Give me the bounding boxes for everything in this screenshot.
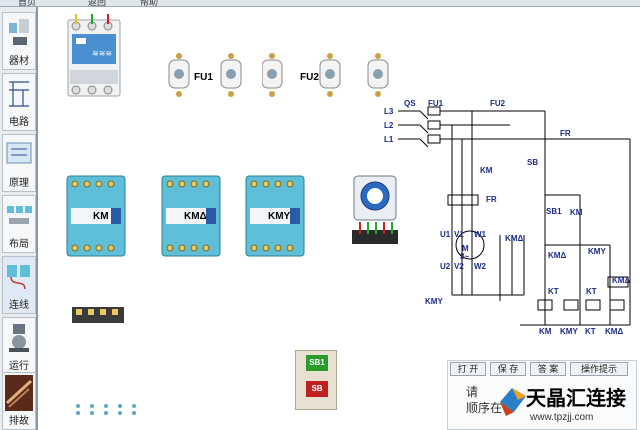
- watermark-title: 天晶汇连接: [526, 388, 626, 410]
- sidebar-item-equipment[interactable]: 器材: [2, 12, 36, 70]
- contactor-kmy[interactable]: KMY: [244, 172, 306, 260]
- principle-icon: [6, 142, 32, 164]
- menu-back[interactable]: 返回: [88, 0, 107, 7]
- push-button-panel: SB1 SB: [295, 350, 337, 410]
- contactor-km-body: [66, 175, 126, 257]
- schematic-coil-km-delta: KMΔ: [605, 327, 624, 336]
- watermark: 天晶汇连接 www.tpzjj.com: [488, 380, 638, 430]
- schematic-label-u2: U2: [440, 262, 451, 271]
- schematic-label-kt2: KT: [586, 287, 597, 296]
- schematic-label-sb1: SB1: [546, 207, 562, 216]
- schematic-label-km-delta-power: KMΔ: [505, 234, 524, 243]
- sidebar-item-troubleshoot[interactable]: 排故: [2, 372, 36, 430]
- schematic-label-kt1: KT: [548, 287, 559, 296]
- sidebar-item-wiring[interactable]: 连线: [2, 256, 36, 314]
- save-button[interactable]: 保 存: [490, 362, 526, 376]
- fuse-label-fu2: FU2: [300, 72, 319, 83]
- watermark-url: www.tpzjj.com: [530, 412, 594, 423]
- hint-text-line2: 顺序在: [466, 401, 503, 415]
- schematic-label-u1: U1: [440, 230, 451, 239]
- schematic-label-motor-m: M: [462, 244, 469, 253]
- sidebar-item-label: 排故: [9, 416, 29, 427]
- circuit-breaker[interactable]: ≋≋≋: [62, 14, 126, 100]
- schematic-label-km-delta-right: KMΔ: [612, 276, 631, 285]
- schematic-label-kmy-power: KMY: [425, 297, 443, 306]
- contactor-km-delta-body: [161, 175, 221, 257]
- fuse-group-fu2[interactable]: [262, 52, 392, 100]
- sidebar: 器材 电路 原理 布局 连线 运行 排故: [0, 7, 38, 430]
- sidebar-item-run[interactable]: 运行: [2, 317, 36, 375]
- circuit-schematic: [398, 106, 631, 326]
- sidebar-item-principle[interactable]: 原理: [2, 134, 36, 192]
- schematic-label-fu2: FU2: [490, 99, 506, 108]
- schematic-label-km-main: KM: [480, 166, 493, 175]
- contactor-kmy-body: [245, 175, 305, 257]
- time-relay[interactable]: [348, 172, 402, 250]
- schematic-label-kmy-ctrl: KMY: [588, 247, 606, 256]
- sidebar-item-layout[interactable]: 布局: [2, 195, 36, 253]
- sidebar-item-label: 布局: [9, 239, 29, 250]
- troubleshoot-icon: [5, 375, 33, 411]
- contactor-label: KMΔ: [184, 211, 207, 222]
- schematic-label-fr-power: FR: [486, 195, 497, 204]
- menu-bar: 首页 返回 帮助: [0, 0, 640, 7]
- sidebar-item-label: 电路: [9, 117, 29, 128]
- sidebar-item-label: 原理: [9, 178, 29, 189]
- schematic-coil-kmy: KMY: [560, 327, 578, 336]
- contactor-label: KMY: [268, 211, 291, 222]
- wiring-icon: [7, 265, 30, 290]
- run-icon: [9, 324, 29, 352]
- answer-button[interactable]: 答 案: [530, 362, 566, 376]
- layout-icon: [7, 206, 32, 224]
- svg-text:≋≋≋: ≋≋≋: [92, 49, 112, 58]
- fuse-label-fu1: FU1: [194, 72, 213, 83]
- schematic-label-fu1: FU1: [428, 99, 444, 108]
- schematic-label-l1: L1: [384, 135, 394, 144]
- schematic-label-sb: SB: [527, 158, 539, 167]
- sidebar-item-circuit[interactable]: 电路: [2, 73, 36, 131]
- equipment-icon: [9, 19, 29, 45]
- watermark-logo-icon: [500, 388, 526, 416]
- fuse-group-fu1[interactable]: [165, 52, 245, 100]
- thermal-relay[interactable]: [70, 303, 126, 327]
- operation-tips-button[interactable]: 操作提示: [570, 362, 628, 376]
- schematic-label-km-delta-ctrl: KMΔ: [548, 251, 567, 260]
- schematic-label-l2: L2: [384, 121, 394, 130]
- stop-button-sb[interactable]: SB: [306, 381, 328, 397]
- hint-text-line1: 请: [466, 385, 479, 399]
- open-button[interactable]: 打 开: [450, 362, 486, 376]
- circuit-icon: [9, 81, 29, 107]
- sidebar-item-label: 连线: [9, 300, 29, 311]
- menu-help[interactable]: 帮助: [140, 0, 159, 7]
- schematic-label-w1: W1: [474, 230, 486, 239]
- menu-home[interactable]: 首页: [18, 0, 37, 7]
- contactor-km[interactable]: KM: [65, 172, 127, 260]
- schematic-label-fr-top: FR: [560, 129, 571, 138]
- contactor-label: KM: [93, 211, 109, 222]
- schematic-label-l3: L3: [384, 107, 394, 116]
- schematic-label-v1: V1: [454, 230, 464, 239]
- schematic-label-v2: V2: [454, 262, 464, 271]
- start-button-sb1[interactable]: SB1: [306, 355, 328, 371]
- schematic-coil-km: KM: [539, 327, 552, 336]
- schematic-label-km-ctrl: KM: [570, 208, 583, 217]
- contactor-km-delta[interactable]: KMΔ: [160, 172, 222, 260]
- terminal-screws: [76, 404, 136, 415]
- schematic-label-w2: W2: [474, 262, 486, 271]
- schematic-label-qs: QS: [404, 99, 416, 108]
- schematic-coil-kt: KT: [585, 327, 596, 336]
- sidebar-item-label: 运行: [9, 361, 29, 372]
- sidebar-item-label: 器材: [9, 56, 29, 67]
- schematic-label-motor-3: 3~: [460, 252, 470, 261]
